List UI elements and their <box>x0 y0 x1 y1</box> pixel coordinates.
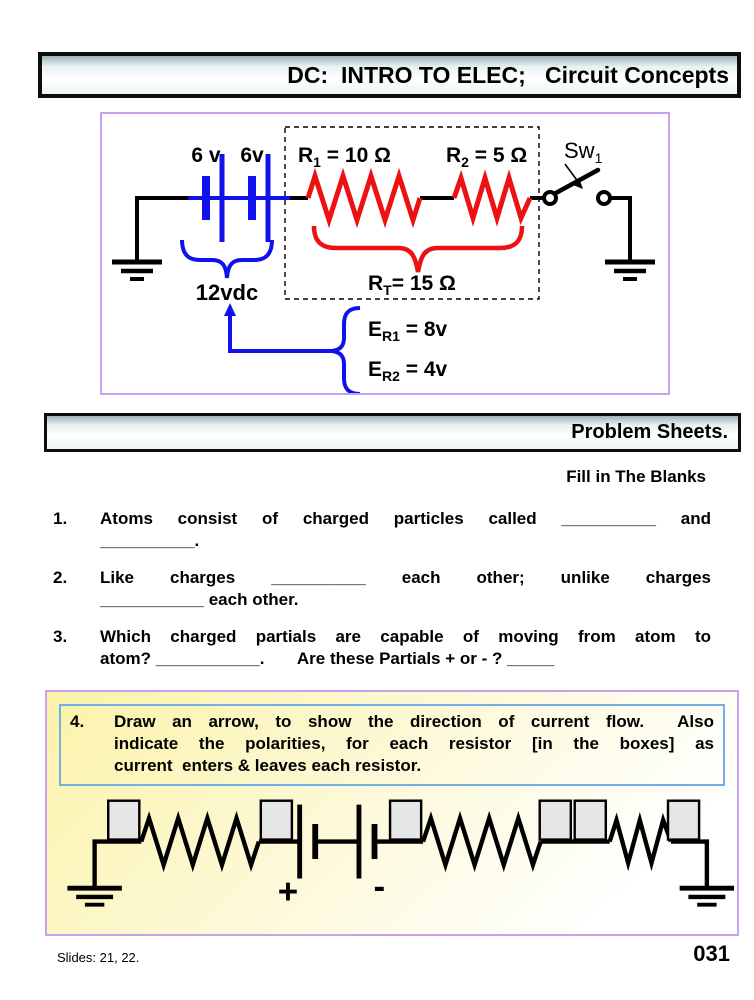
battery-cell1-label: 6 v <box>191 144 221 167</box>
r2-label: R2 = 5 Ω <box>446 144 527 170</box>
question-2: 2. Like charges __________ each other; u… <box>53 567 711 611</box>
answer-box-6 <box>666 799 701 841</box>
battery-plus-label: + <box>278 873 298 912</box>
page-title: DC: INTRO TO ELEC; Circuit Concepts <box>287 61 729 88</box>
circuit2-wires <box>92 839 710 889</box>
er-callout <box>224 303 361 393</box>
question-1-number: 1. <box>53 509 68 528</box>
question-3-number: 3. <box>53 627 68 646</box>
ground-right-icon-2 <box>679 885 735 907</box>
problem-sheets-bar: Problem Sheets. <box>44 413 741 452</box>
question-4-panel: 4. Draw an arrow, to show the direction … <box>45 690 739 936</box>
resistor-a-icon <box>139 810 261 873</box>
question-2-number: 2. <box>53 568 68 587</box>
answer-box-5 <box>573 799 608 841</box>
circuit1-panel: 6 v 6v R1 = 10 Ω R2 = 5 Ω Sw1 RT= 15 Ω 1… <box>100 112 670 395</box>
dashed-resistor-box <box>284 126 540 300</box>
resistor-r1-icon <box>305 167 423 229</box>
circuit1-diagram: 6 v 6v R1 = 10 Ω R2 = 5 Ω Sw1 RT= 15 Ω 1… <box>112 126 655 393</box>
battery-minus-label: - <box>374 867 386 906</box>
er1-label: ER1 = 8v <box>368 318 448 344</box>
resistor-r2-icon <box>451 169 533 227</box>
circuit2-diagram: + - <box>67 799 735 912</box>
ground-left-icon <box>112 259 162 281</box>
question-4-number: 4. <box>70 712 85 731</box>
resistor-brace <box>311 225 525 273</box>
circuit2-diagram-wrap: + - <box>47 791 737 929</box>
battery-cell2-label: 6v <box>240 144 264 167</box>
ground-left-icon-2 <box>67 885 122 907</box>
answer-box-1 <box>107 799 141 841</box>
question-1-text: Atoms consist of charged particles calle… <box>100 509 711 550</box>
er-brace <box>331 306 361 393</box>
slides-note: Slides: 21, 22. <box>57 950 140 965</box>
resistor-c-icon <box>607 811 673 872</box>
switch-label: Sw1 <box>564 138 603 166</box>
ground-right-icon <box>605 259 655 281</box>
question-3: 3. Which charged partials are capable of… <box>53 626 711 670</box>
battery-icon <box>188 154 290 242</box>
battery-total-label: 12vdc <box>196 280 258 305</box>
question-2-text: Like charges __________ each other; unli… <box>100 568 711 609</box>
battery-brace <box>180 239 274 279</box>
fill-in-the-blanks-heading: Fill in The Blanks <box>566 467 706 486</box>
problem-sheets-label: Problem Sheets. <box>571 421 728 443</box>
page-number: 031 <box>693 941 730 966</box>
battery-icon-2 <box>297 804 378 879</box>
er2-label: ER2 = 4v <box>368 358 448 384</box>
resistor-b-icon <box>421 810 543 873</box>
r1-label: R1 = 10 Ω <box>298 144 391 170</box>
title-bar: DC: INTRO TO ELEC; Circuit Concepts <box>38 52 741 98</box>
questions-list: 1. Atoms consist of charged particles ca… <box>53 508 711 685</box>
rt-label: RT= 15 Ω <box>368 272 456 298</box>
question-4: 4. Draw an arrow, to show the direction … <box>59 704 725 786</box>
answer-box-4 <box>538 799 573 841</box>
circuit1-wires <box>135 196 632 260</box>
question-3-text: Which charged partials are capable of mo… <box>100 627 711 668</box>
question-4-text: Draw an arrow, to show the direction of … <box>114 712 714 775</box>
question-1: 1. Atoms consist of charged particles ca… <box>53 508 711 552</box>
answer-box-2 <box>259 799 294 841</box>
answer-box-3 <box>388 799 423 841</box>
switch-icon <box>542 163 612 206</box>
answer-boxes <box>107 799 701 841</box>
